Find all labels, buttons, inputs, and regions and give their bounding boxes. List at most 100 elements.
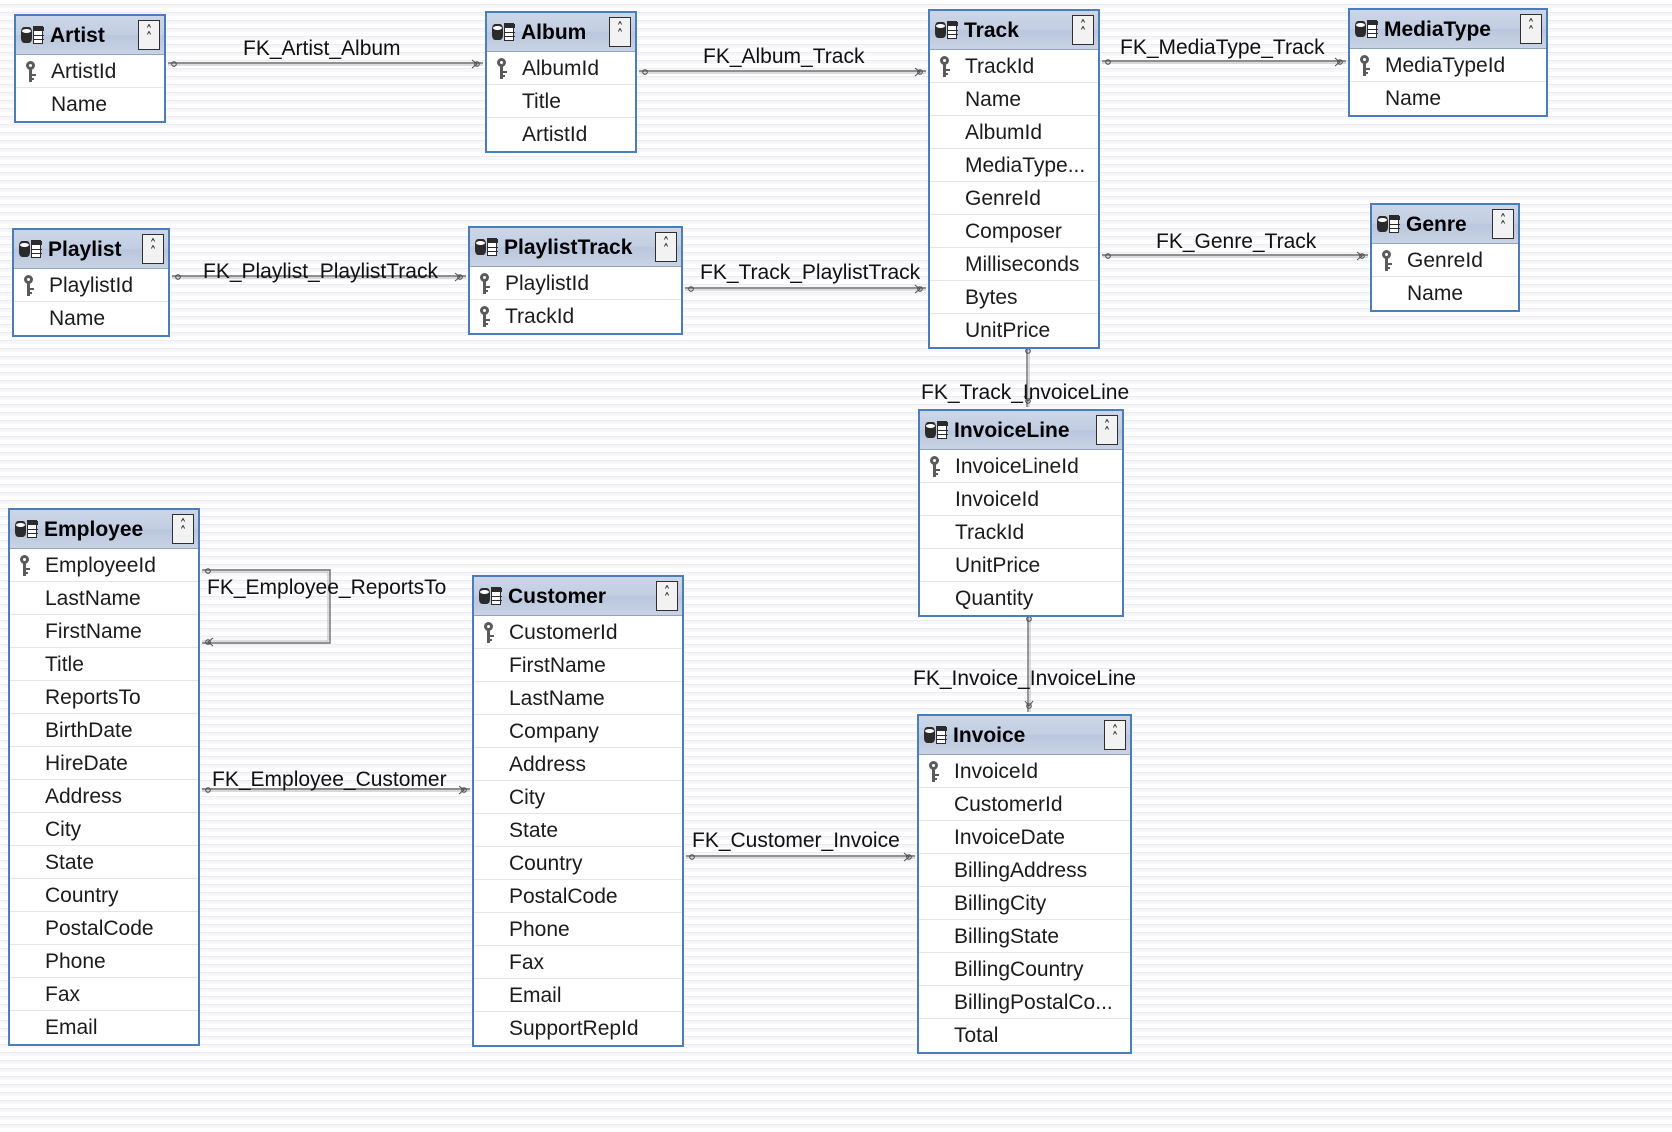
entity-field-row[interactable]: FirstName (474, 649, 682, 682)
entity-field-row[interactable]: Country (474, 847, 682, 880)
entity-field-row[interactable]: Composer (930, 215, 1098, 248)
entity-field-row[interactable]: Address (10, 780, 198, 813)
entity-field-row[interactable]: TrackId (470, 300, 681, 333)
entity-header-album[interactable]: Album˄˄ (487, 13, 635, 52)
entity-field-row[interactable]: GenreId (930, 182, 1098, 215)
entity-field-row[interactable]: Phone (474, 913, 682, 946)
entity-header-mediatype[interactable]: MediaType˄˄ (1350, 10, 1546, 49)
chevron-double-up-icon[interactable]: ˄˄ (172, 514, 194, 544)
entity-field-row[interactable]: BillingState (919, 920, 1130, 953)
entity-field-row[interactable]: Email (10, 1011, 198, 1044)
entity-field-row[interactable]: Name (1372, 277, 1518, 310)
entity-field-row[interactable]: BillingCity (919, 887, 1130, 920)
relationship-label-fk-employee-customer[interactable]: FK_Employee_Customer (212, 768, 447, 791)
entity-field-row[interactable]: InvoiceId (920, 483, 1122, 516)
entity-field-row[interactable]: Bytes (930, 281, 1098, 314)
entity-field-row[interactable]: Name (14, 302, 168, 335)
entity-field-row[interactable]: FirstName (10, 615, 198, 648)
relationship-label-fk-playlist-playlisttrack[interactable]: FK_Playlist_PlaylistTrack (203, 260, 438, 283)
entity-field-row[interactable]: UnitPrice (930, 314, 1098, 347)
entity-header-customer[interactable]: Customer˄˄ (474, 577, 682, 616)
entity-header-playlisttrack[interactable]: PlaylistTrack˄˄ (470, 228, 681, 267)
entity-field-row[interactable]: AlbumId (930, 116, 1098, 149)
relationship-label-fk-mediatype-track[interactable]: FK_MediaType_Track (1120, 36, 1325, 59)
entity-field-row[interactable]: Company (474, 715, 682, 748)
chevron-double-up-icon[interactable]: ˄˄ (1520, 14, 1542, 44)
entity-field-row[interactable]: BillingAddress (919, 854, 1130, 887)
entity-field-row[interactable]: ArtistId (16, 55, 164, 88)
entity-field-row[interactable]: ArtistId (487, 118, 635, 151)
entity-header-playlist[interactable]: Playlist˄˄ (14, 230, 168, 269)
entity-field-row[interactable]: Fax (10, 978, 198, 1011)
entity-field-row[interactable]: Name (16, 88, 164, 121)
entity-field-row[interactable]: Name (930, 83, 1098, 116)
entity-field-row[interactable]: Title (10, 648, 198, 681)
chevron-double-up-icon[interactable]: ˄˄ (142, 234, 164, 264)
chevron-double-up-icon[interactable]: ˄˄ (655, 232, 677, 262)
entity-field-row[interactable]: Quantity (920, 582, 1122, 615)
entity-field-row[interactable]: PostalCode (474, 880, 682, 913)
entity-field-row[interactable]: AlbumId (487, 52, 635, 85)
entity-field-row[interactable]: Milliseconds (930, 248, 1098, 281)
entity-header-invoice[interactable]: Invoice˄˄ (919, 716, 1130, 755)
entity-field-row[interactable]: LastName (474, 682, 682, 715)
entity-header-invoiceline[interactable]: InvoiceLine˄˄ (920, 411, 1122, 450)
entity-field-row[interactable]: BirthDate (10, 714, 198, 747)
entity-field-row[interactable]: BillingPostalCo... (919, 986, 1130, 1019)
entity-field-row[interactable]: CustomerId (919, 788, 1130, 821)
entity-field-row[interactable]: City (474, 781, 682, 814)
entity-field-row[interactable]: MediaType... (930, 149, 1098, 182)
chevron-double-up-icon[interactable]: ˄˄ (138, 20, 160, 50)
entity-field-row[interactable]: Phone (10, 945, 198, 978)
entity-field-row[interactable]: PlaylistId (14, 269, 168, 302)
entity-field-row[interactable]: ReportsTo (10, 681, 198, 714)
entity-header-genre[interactable]: Genre˄˄ (1372, 205, 1518, 244)
entity-field-row[interactable]: UnitPrice (920, 549, 1122, 582)
entity-field-row[interactable]: Address (474, 748, 682, 781)
entity-field-row[interactable]: Total (919, 1019, 1130, 1052)
entity-field-row[interactable]: TrackId (920, 516, 1122, 549)
entity-field-row[interactable]: PostalCode (10, 912, 198, 945)
entity-field-row[interactable]: BillingCountry (919, 953, 1130, 986)
entity-field-row[interactable]: State (10, 846, 198, 879)
chevron-double-up-icon[interactable]: ˄˄ (656, 581, 678, 611)
entity-header-track[interactable]: Track˄˄ (930, 11, 1098, 50)
relationship-label-fk-employee-reportsto[interactable]: FK_Employee_ReportsTo (207, 576, 447, 599)
entity-field-row[interactable]: Country (10, 879, 198, 912)
chevron-double-up-icon[interactable]: ˄˄ (1104, 720, 1126, 750)
relationship-label-fk-customer-invoice[interactable]: FK_Customer_Invoice (692, 829, 900, 852)
entity-field-row[interactable]: LastName (10, 582, 198, 615)
entity-field-row[interactable]: SupportRepId (474, 1012, 682, 1045)
entity-field-row[interactable]: InvoiceId (919, 755, 1130, 788)
entity-field-row[interactable]: Name (1350, 82, 1546, 115)
entity-field-row[interactable]: EmployeeId (10, 549, 198, 582)
chevron-double-up-icon[interactable]: ˄˄ (609, 17, 631, 47)
entity-field-row[interactable]: MediaTypeId (1350, 49, 1546, 82)
chevron-double-up-icon[interactable]: ˄˄ (1096, 415, 1118, 445)
entity-field-row[interactable]: InvoiceLineId (920, 450, 1122, 483)
relationship-label-fk-album-track[interactable]: FK_Album_Track (703, 45, 865, 68)
entity-field-row[interactable]: HireDate (10, 747, 198, 780)
relationship-label-fk-track-invoiceline[interactable]: FK_Track_InvoiceLine (921, 381, 1130, 404)
entity-field-row[interactable]: PlaylistId (470, 267, 681, 300)
relationship-label-fk-artist-album[interactable]: FK_Artist_Album (243, 37, 401, 60)
chevron-double-up-icon[interactable]: ˄˄ (1492, 209, 1514, 239)
entity-field-row[interactable]: CustomerId (474, 616, 682, 649)
entity-field-row[interactable]: Email (474, 979, 682, 1012)
entity-header-employee[interactable]: Employee˄˄ (10, 510, 198, 549)
relationship-label-fk-invoice-invoiceline[interactable]: FK_Invoice_InvoiceLine (913, 667, 1136, 690)
entity-header-artist[interactable]: Artist˄˄ (16, 16, 164, 55)
entity-field-row[interactable]: City (10, 813, 198, 846)
